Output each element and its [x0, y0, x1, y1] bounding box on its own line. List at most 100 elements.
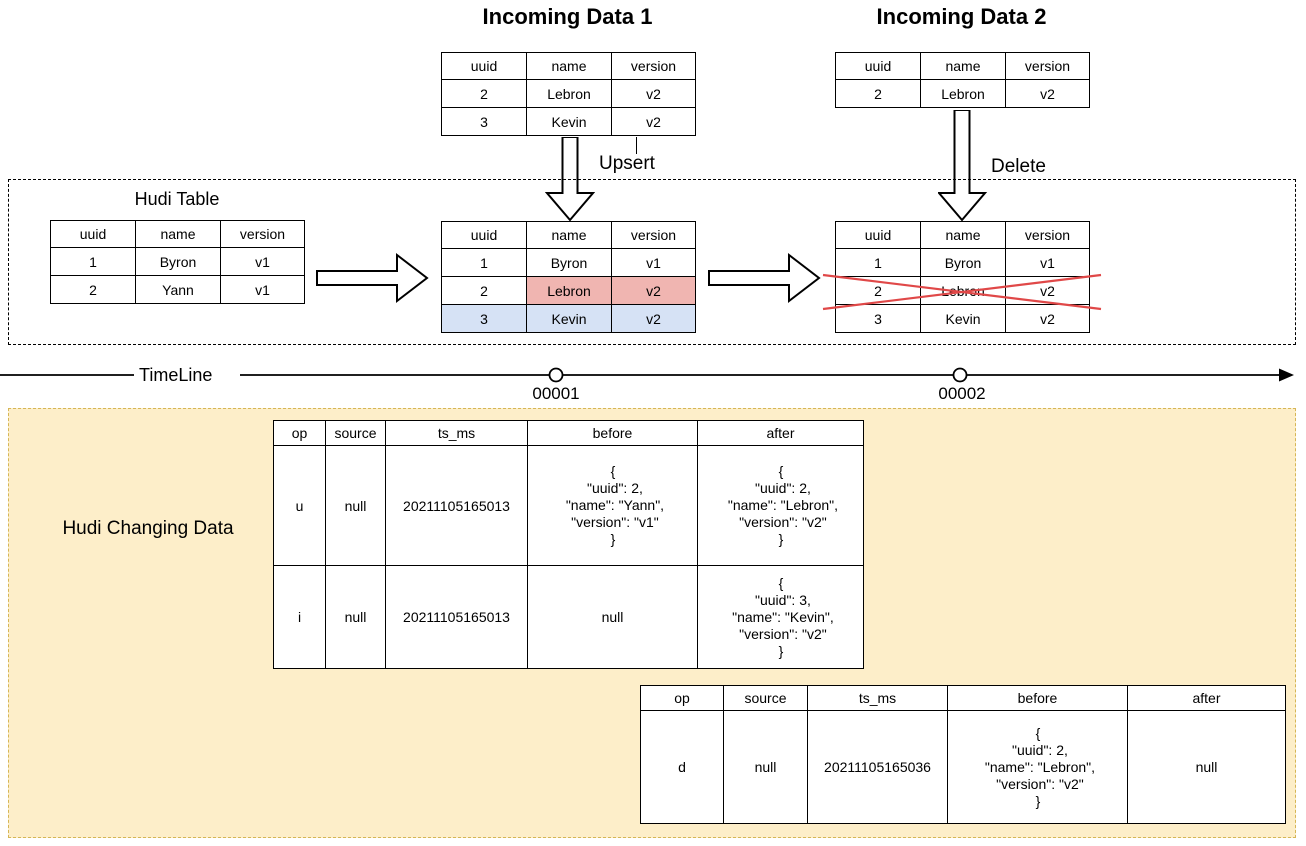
- column-header: ts_ms: [807, 685, 948, 711]
- table-row: 1 Byron v1: [50, 247, 305, 276]
- column-header: after: [697, 420, 864, 446]
- table-row: uuid name version: [50, 220, 305, 248]
- column-header: after: [1127, 685, 1286, 711]
- table-row-inserted: 3 Kevin v2: [441, 304, 696, 333]
- delete-arrow-icon: [938, 110, 988, 222]
- cell: Byron: [526, 248, 612, 277]
- cell-inserted: Kevin: [526, 304, 612, 333]
- cell: v1: [220, 247, 305, 276]
- table-row: 3 Kevin v2: [441, 107, 696, 136]
- cell-after: { "uuid": 3, "name": "Kevin", "version":…: [697, 565, 864, 669]
- deleted-row-cross-icon: [822, 273, 1102, 311]
- cell: v2: [611, 79, 696, 108]
- column-header: source: [723, 685, 808, 711]
- cell: 2: [50, 275, 136, 304]
- cell: Byron: [135, 247, 221, 276]
- column-header: ts_ms: [385, 420, 528, 446]
- column-header: name: [920, 221, 1006, 249]
- column-header: uuid: [441, 221, 527, 249]
- cell: Lebron: [526, 79, 612, 108]
- hudi-table-title: Hudi Table: [134, 189, 220, 209]
- cell: 2: [835, 79, 921, 108]
- upsert-arrow-icon: [545, 137, 595, 222]
- cell: Byron: [920, 248, 1006, 277]
- column-header: uuid: [441, 52, 527, 80]
- cell: Kevin: [526, 107, 612, 136]
- column-header: uuid: [835, 221, 921, 249]
- cdc-table-2: op source ts_ms before after d null 2021…: [640, 685, 1286, 824]
- column-header: uuid: [835, 52, 921, 80]
- table-row: 2 Yann v1: [50, 275, 305, 304]
- hudi-after-upsert-table: uuid name version 1 Byron v1 2 Lebron v2…: [441, 221, 696, 333]
- cell-updated: Lebron: [526, 276, 612, 305]
- cell-after: { "uuid": 2, "name": "Lebron", "version"…: [697, 445, 864, 566]
- column-header: version: [1005, 221, 1090, 249]
- hudi-after-delete-table: uuid name version 1 Byron v1 2 Lebron v2…: [835, 221, 1090, 333]
- cdc-table-1: op source ts_ms before after u null 2021…: [273, 420, 864, 669]
- table-row: u null 20211105165013 { "uuid": 2, "name…: [273, 445, 864, 566]
- column-header: before: [947, 685, 1128, 711]
- cell: v2: [611, 107, 696, 136]
- cell: v1: [1005, 248, 1090, 277]
- cell: v2: [1005, 79, 1090, 108]
- hudi-initial-table: uuid name version 1 Byron v1 2 Yann v1: [50, 220, 305, 304]
- hudi-table-container: [8, 179, 1296, 345]
- cell-op: i: [273, 565, 326, 669]
- cell-before: null: [527, 565, 698, 669]
- timeline-label: TimeLine: [139, 365, 213, 385]
- cell-op: d: [640, 710, 724, 824]
- column-header: before: [527, 420, 698, 446]
- table-row: uuid name version: [441, 221, 696, 249]
- timeline-arrowhead-icon: [1279, 368, 1294, 382]
- cell: 3: [835, 304, 921, 333]
- table-row-updated: 2 Lebron v2: [441, 276, 696, 305]
- commit-2-label: 00002: [938, 384, 986, 403]
- column-header: name: [135, 220, 221, 248]
- table-row: 2 Lebron v2: [441, 79, 696, 108]
- column-header: source: [325, 420, 386, 446]
- table-row: op source ts_ms before after: [273, 420, 864, 446]
- cell-source: null: [723, 710, 808, 824]
- cell-op: u: [273, 445, 326, 566]
- flow-arrow-2-icon: [708, 252, 821, 304]
- table-row: op source ts_ms before after: [640, 685, 1286, 711]
- cell: 3: [441, 107, 527, 136]
- incoming-data-2-title: Incoming Data 2: [876, 4, 1047, 29]
- table-row: uuid name version: [835, 52, 1090, 80]
- table-row: 2 Lebron v2: [835, 79, 1090, 108]
- cell: v1: [220, 275, 305, 304]
- delete-label: Delete: [991, 156, 1046, 177]
- cell-after: null: [1127, 710, 1286, 824]
- column-header: version: [1005, 52, 1090, 80]
- incoming-data-1-table: uuid name version 2 Lebron v2 3 Kevin v2: [441, 52, 696, 136]
- cell: v2: [1005, 304, 1090, 333]
- cell: Kevin: [920, 304, 1006, 333]
- timeline-axis: [0, 367, 1294, 383]
- cell-ts-ms: 20211105165036: [807, 710, 948, 824]
- cell-before: { "uuid": 2, "name": "Yann", "version": …: [527, 445, 698, 566]
- cell: 2: [441, 79, 527, 108]
- cell: Lebron: [920, 79, 1006, 108]
- column-header: version: [611, 221, 696, 249]
- cell: Yann: [135, 275, 221, 304]
- cell: 2: [441, 276, 527, 305]
- cell: 1: [50, 247, 136, 276]
- column-header: uuid: [50, 220, 136, 248]
- column-header: version: [220, 220, 305, 248]
- column-header: op: [640, 685, 724, 711]
- upsert-label: Upsert: [599, 153, 655, 174]
- column-header: name: [920, 52, 1006, 80]
- column-header: name: [526, 52, 612, 80]
- changing-data-title: Hudi Changing Data: [62, 518, 234, 539]
- table-row: 1 Byron v1: [835, 248, 1090, 277]
- cell: v1: [611, 248, 696, 277]
- flow-arrow-1-icon: [316, 252, 429, 304]
- cell-updated: v2: [611, 276, 696, 305]
- table-row: uuid name version: [835, 221, 1090, 249]
- table-row: 1 Byron v1: [441, 248, 696, 277]
- incoming-data-1-title: Incoming Data 1: [482, 4, 653, 29]
- column-header: version: [611, 52, 696, 80]
- cell-source: null: [325, 565, 386, 669]
- column-header: op: [273, 420, 326, 446]
